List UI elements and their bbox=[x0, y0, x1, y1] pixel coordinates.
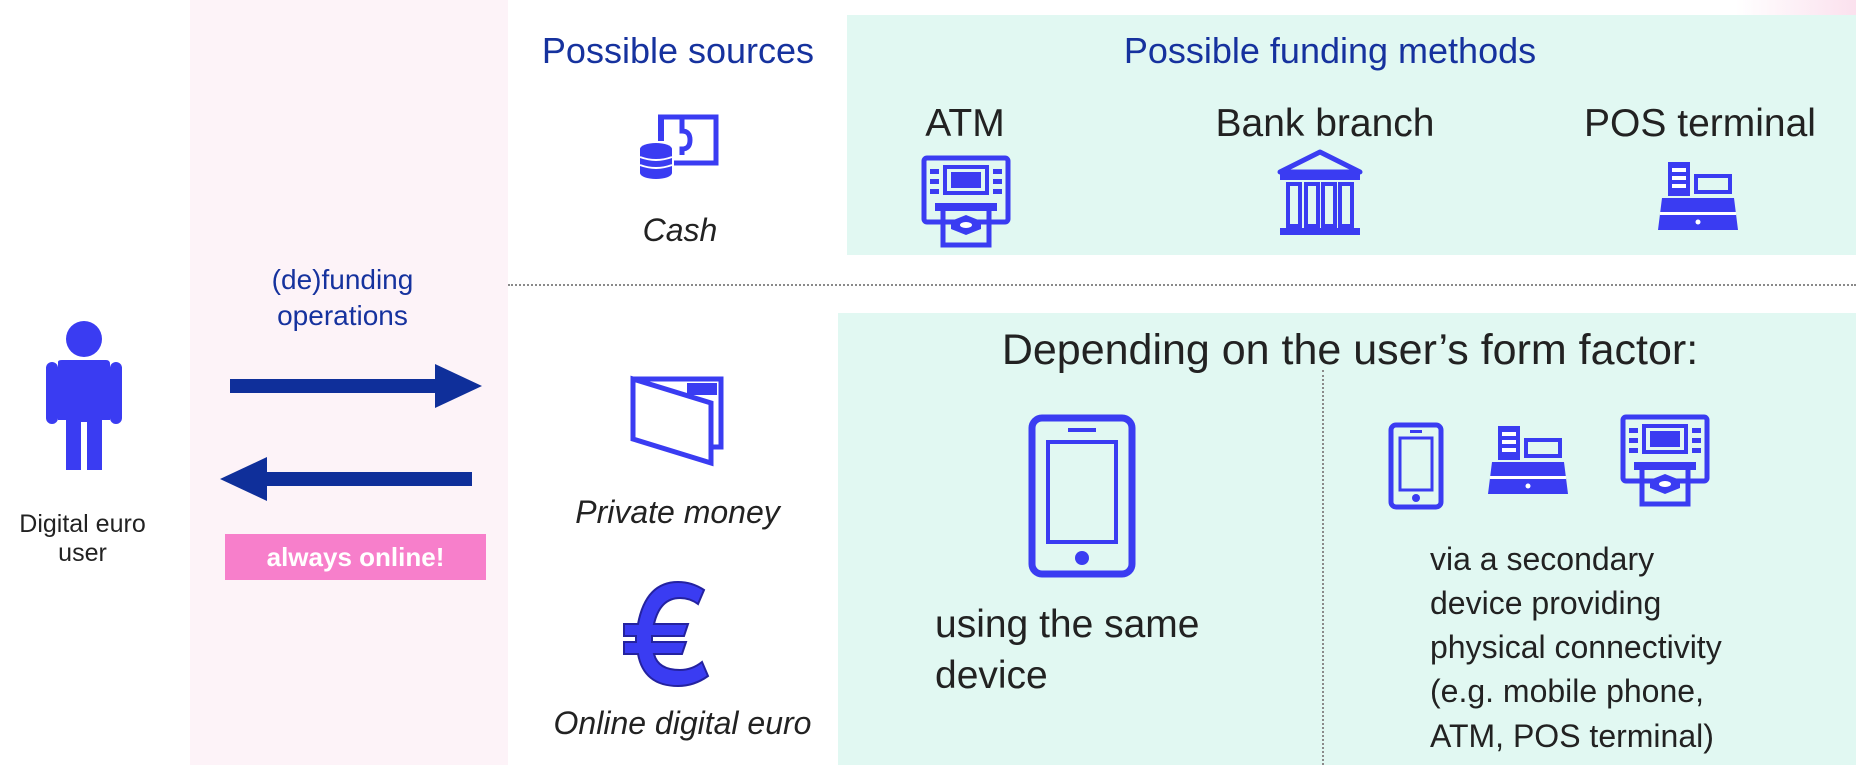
vertical-divider bbox=[1322, 370, 1324, 765]
operations-label-line2: operations bbox=[277, 300, 408, 332]
operations-label: (de)funding operations bbox=[225, 264, 460, 332]
same-device-text: using the same device bbox=[935, 600, 1200, 701]
method-label-bank-branch: Bank branch bbox=[1215, 102, 1435, 145]
secondary-pos-terminal-icon bbox=[1488, 426, 1568, 494]
always-online-badge: always online! bbox=[225, 534, 486, 580]
user-label-line1: Digital euro bbox=[19, 510, 146, 538]
source-label-private-money: Private money bbox=[575, 494, 780, 530]
secondary-line-5: ATM, POS terminal) bbox=[1430, 717, 1714, 754]
smartphone-icon bbox=[1028, 414, 1136, 578]
arrow-left-icon bbox=[220, 457, 472, 501]
same-device-line1: using the same bbox=[935, 603, 1200, 646]
method-label-pos-terminal: POS terminal bbox=[1584, 102, 1816, 145]
operations-label-line1: (de)funding bbox=[271, 264, 414, 295]
secondary-line-3: physical connectivity bbox=[1430, 629, 1722, 666]
secondary-line-1: via a secondary bbox=[1430, 541, 1655, 577]
bank-icon bbox=[1277, 149, 1363, 235]
pos-terminal-icon bbox=[1658, 162, 1738, 230]
horizontal-divider bbox=[508, 284, 1856, 286]
secondary-device-text: via a secondary device providing physica… bbox=[1430, 537, 1722, 758]
atm-icon bbox=[921, 155, 1011, 248]
secondary-smartphone-icon bbox=[1388, 422, 1444, 510]
wallet-icon bbox=[630, 375, 724, 467]
cash-icon bbox=[639, 114, 719, 179]
funding-title: Possible funding methods bbox=[1123, 30, 1537, 71]
user-label: Digital euro user bbox=[0, 510, 165, 568]
secondary-line-4: (e.g. mobile phone, bbox=[1430, 673, 1704, 710]
source-label-online-digital-euro: Online digital euro bbox=[553, 705, 812, 741]
euro-icon bbox=[623, 580, 710, 688]
sources-title: Possible sources bbox=[541, 30, 815, 71]
secondary-line-2: device providing bbox=[1430, 585, 1662, 622]
person-icon bbox=[46, 321, 122, 470]
same-device-line2: device bbox=[935, 653, 1048, 697]
arrow-right-icon bbox=[230, 364, 482, 408]
source-label-cash: Cash bbox=[642, 212, 718, 248]
user-label-line2: user bbox=[58, 538, 107, 567]
method-label-atm: ATM bbox=[925, 102, 1005, 145]
form-factor-title: Depending on the user’s form factor: bbox=[1001, 326, 1699, 374]
secondary-atm-icon bbox=[1620, 414, 1710, 507]
form-factor-panel bbox=[838, 313, 1856, 765]
